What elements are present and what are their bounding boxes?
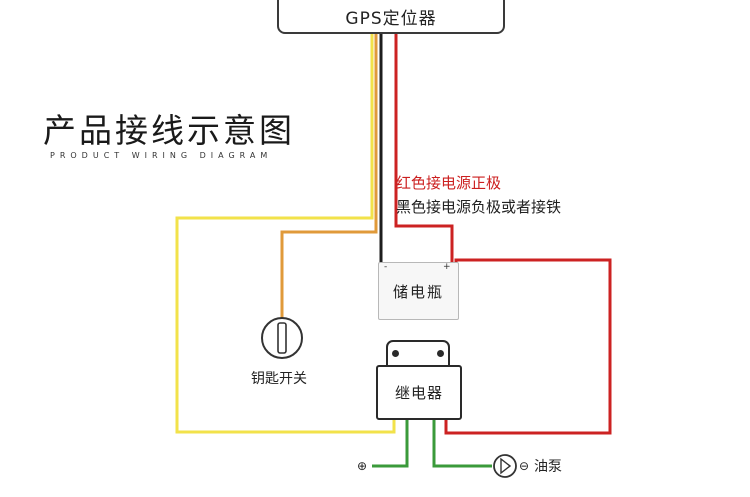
pump-negative-terminal: ⊖ — [519, 459, 530, 473]
battery-box: 储电瓶 — [378, 262, 459, 320]
relay-label: 继电器 — [394, 384, 443, 402]
yellow-wire — [175, 34, 396, 434]
battery-label: 储电瓶 — [392, 282, 444, 301]
gps-locator-label: GPS定位器 — [345, 8, 437, 29]
battery-negative-symbol: - — [384, 262, 388, 272]
relay-cap-hole-right — [437, 350, 444, 357]
left-positive-terminal: ⊕ — [357, 459, 368, 473]
diagram-subtitle: PRODUCT WIRING DIAGRAM — [50, 151, 273, 160]
key-switch-label: 钥匙开关 — [251, 371, 307, 387]
diagram-title: 产品接线示意图 — [43, 111, 295, 150]
red-wire-note: 红色接电源正极 — [396, 174, 502, 192]
orange-wire — [280, 34, 378, 318]
green-wire-left — [372, 420, 409, 468]
oil-pump-label: 油泵 — [534, 459, 562, 475]
black-wire-note: 黑色接电源负极或者接铁 — [396, 198, 562, 216]
oil-pump-icon — [493, 454, 517, 478]
green-wire-right — [432, 420, 492, 468]
relay-cap — [386, 340, 450, 368]
battery-positive-symbol: + — [443, 262, 451, 272]
gps-locator-box: GPS定位器 — [277, 0, 505, 34]
red-wire-gps — [394, 34, 454, 262]
relay-cap-hole-left — [392, 350, 399, 357]
key-switch-icon — [261, 317, 303, 359]
red-wire-relay — [444, 258, 612, 435]
relay-box: 继电器 — [376, 365, 462, 420]
